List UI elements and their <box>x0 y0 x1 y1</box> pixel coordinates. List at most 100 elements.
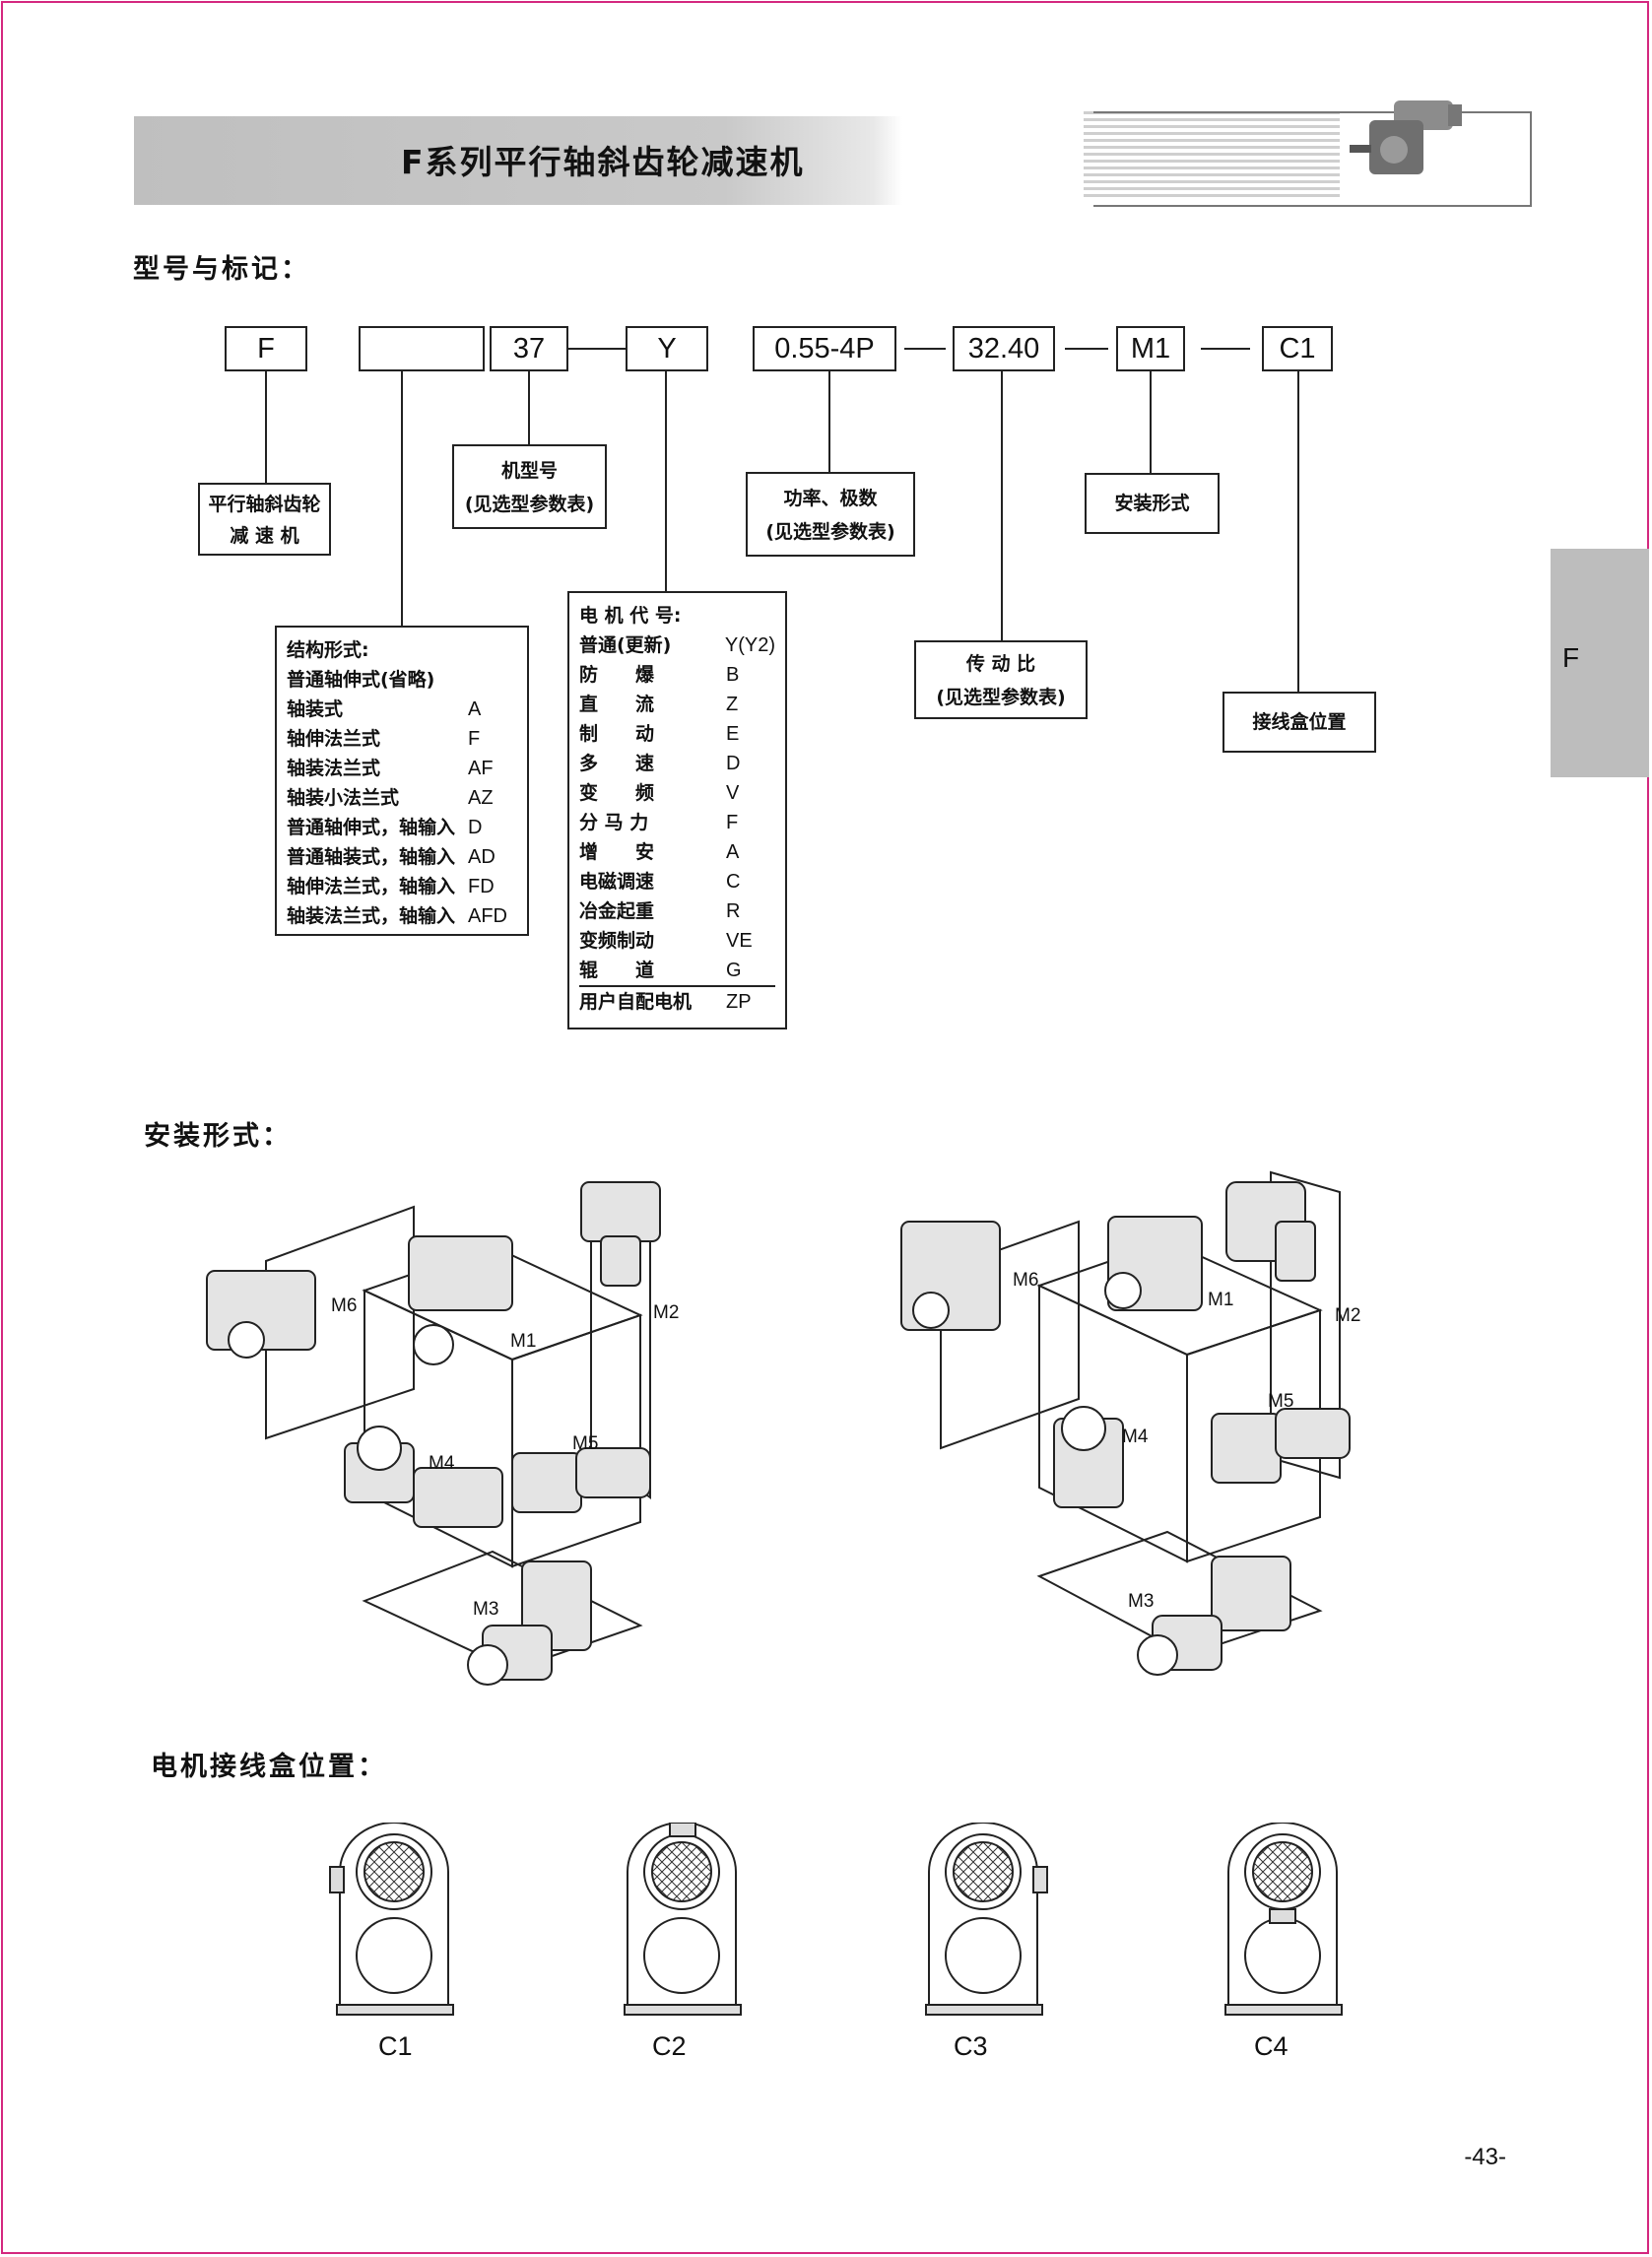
terminal-c1 <box>329 1823 454 2016</box>
mount-label-m2: M2 <box>1335 1305 1361 1326</box>
item-label: 多 速 <box>579 753 655 774</box>
code-box-frame: 37 <box>490 326 568 371</box>
item-code: G <box>726 960 742 981</box>
item-code: F <box>726 812 739 833</box>
code-box-terminal: C1 <box>1262 326 1333 371</box>
page-number: -43- <box>1464 2144 1506 2170</box>
list-item: 轴伸法兰式，轴输入 FD <box>287 872 517 901</box>
mount-label-m3: M3 <box>1128 1591 1155 1612</box>
leader-line <box>265 371 267 483</box>
leader-line <box>401 371 403 626</box>
code-box-ratio: 32.40 <box>953 326 1055 371</box>
annotation-reducer: 平行轴斜齿轮 减 速 机 <box>198 483 331 556</box>
terminal-c2 <box>624 1823 742 2016</box>
mounting-diagram-left <box>206 1180 661 1686</box>
item-label: 普通轴装式，轴输入 <box>287 846 456 868</box>
leader-line <box>828 371 830 473</box>
list-item: 普通轴伸式(省略) <box>287 665 517 695</box>
item-code <box>468 665 517 695</box>
item-code: ZP <box>726 991 752 1013</box>
code-box-mount: M1 <box>1116 326 1185 371</box>
connector <box>1065 348 1108 350</box>
code-box-structure <box>359 326 485 371</box>
connector <box>568 348 626 350</box>
mount-label-m4: M4 <box>1122 1427 1149 1447</box>
item-label: 轴伸法兰式，轴输入 <box>287 876 456 897</box>
item-code: Y(Y2) <box>724 634 775 656</box>
item-label: 增 安 <box>579 841 655 863</box>
section-title-model: 型号与标记： <box>133 254 310 285</box>
list-title: 电 机 代 号: <box>579 601 775 631</box>
item-label: 轴伸法兰式 <box>287 728 381 750</box>
terminal-label-c1: C1 <box>378 2031 413 2061</box>
terminal-c3 <box>925 1823 1048 2016</box>
item-code: AD <box>468 846 496 868</box>
annotation-text: 功率、极数 <box>783 488 878 509</box>
item-label: 轴装法兰式，轴输入 <box>287 905 456 927</box>
code-box-power: 0.55-4P <box>753 326 896 371</box>
connector <box>1201 348 1250 350</box>
item-code: A <box>468 698 482 720</box>
item-code: AFD <box>468 905 507 927</box>
item-code: E <box>726 723 740 745</box>
item-code: D <box>468 817 483 838</box>
annotation-text: 平行轴斜齿轮 <box>208 494 321 515</box>
item-code: FD <box>468 876 495 897</box>
item-label: 变频制动 <box>579 930 655 952</box>
gear-reducer-image <box>1350 100 1462 174</box>
leader-line <box>1297 371 1299 692</box>
item-code: AZ <box>468 787 494 809</box>
annotation-text: 减 速 机 <box>230 525 299 547</box>
title-frame <box>1093 111 1532 207</box>
item-code: VE <box>726 930 753 952</box>
mount-label-m1: M1 <box>510 1331 537 1352</box>
terminal-label-c2: C2 <box>652 2031 687 2061</box>
code-box-series: F <box>225 326 307 371</box>
item-label: 普通(更新) <box>579 634 672 656</box>
list-item: 普通轴装式，轴输入 AD <box>287 842 517 872</box>
mount-label-m5: M5 <box>1268 1391 1294 1412</box>
terminal-label-c4: C4 <box>1254 2031 1289 2061</box>
leader-line <box>528 371 530 445</box>
annotation-terminal: 接线盒位置 <box>1222 692 1376 753</box>
terminal-c4 <box>1224 1823 1343 2016</box>
section-title-mounting: 安装形式： <box>144 1121 292 1152</box>
mounting-diagram-right <box>900 1170 1351 1676</box>
item-code: R <box>726 900 741 922</box>
mount-label-m2: M2 <box>653 1302 680 1323</box>
list-item: 轴装小法兰式 AZ <box>287 783 517 813</box>
annotation-text: 机型号 <box>500 460 558 482</box>
annotation-mount: 安装形式 <box>1085 473 1220 534</box>
annotation-text: 传 动 比 <box>965 653 1036 675</box>
annotation-power: 功率、极数 (见选型参数表) <box>746 472 915 557</box>
annotation-ratio: 传 动 比 (见选型参数表) <box>914 640 1088 719</box>
mount-label-m4: M4 <box>429 1453 455 1474</box>
section-tab-label: F <box>1562 642 1580 673</box>
item-code: A <box>726 841 740 863</box>
list-title: 结构形式: <box>287 635 517 665</box>
item-label: 轴装小法兰式 <box>287 787 400 809</box>
item-label: 普通轴伸式(省略) <box>287 669 435 691</box>
item-label: 变 频 <box>579 782 655 804</box>
item-code: C <box>726 871 741 893</box>
connector <box>904 348 946 350</box>
annotation-frame: 机型号 (见选型参数表) <box>452 444 607 529</box>
mount-label-m6: M6 <box>1013 1270 1039 1291</box>
section-tab[interactable]: F <box>1551 549 1649 777</box>
item-code: D <box>726 753 741 774</box>
page-title: F系列平行轴斜齿轮减速机 <box>401 143 805 181</box>
item-label: 辊 道 <box>579 960 655 981</box>
